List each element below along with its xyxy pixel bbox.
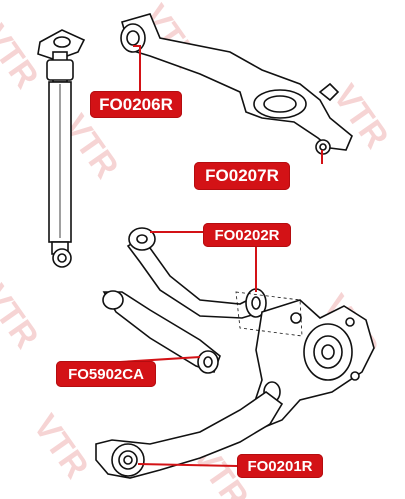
watermark-text: VTR: [26, 408, 96, 485]
bushing-guide-dashed: [235, 291, 303, 337]
watermark-text: VTR: [0, 18, 46, 95]
leader-lines: [119, 45, 323, 467]
callout-fo0207r: FO0207R: [194, 162, 290, 190]
callout-fo5902ca: FO5902CA: [56, 361, 156, 387]
shock-absorber: [37, 29, 86, 268]
lateral-link: [102, 290, 221, 374]
upper-control-arm: [120, 13, 353, 155]
watermark-text: VTR: [0, 278, 46, 355]
lower-control-arm: [95, 391, 284, 479]
callout-fo0202r: FO0202R: [203, 223, 291, 247]
callout-fo0206r: FO0206R: [90, 91, 182, 118]
wheel-knuckle: [251, 299, 375, 430]
callout-fo0201r: FO0201R: [237, 454, 323, 478]
